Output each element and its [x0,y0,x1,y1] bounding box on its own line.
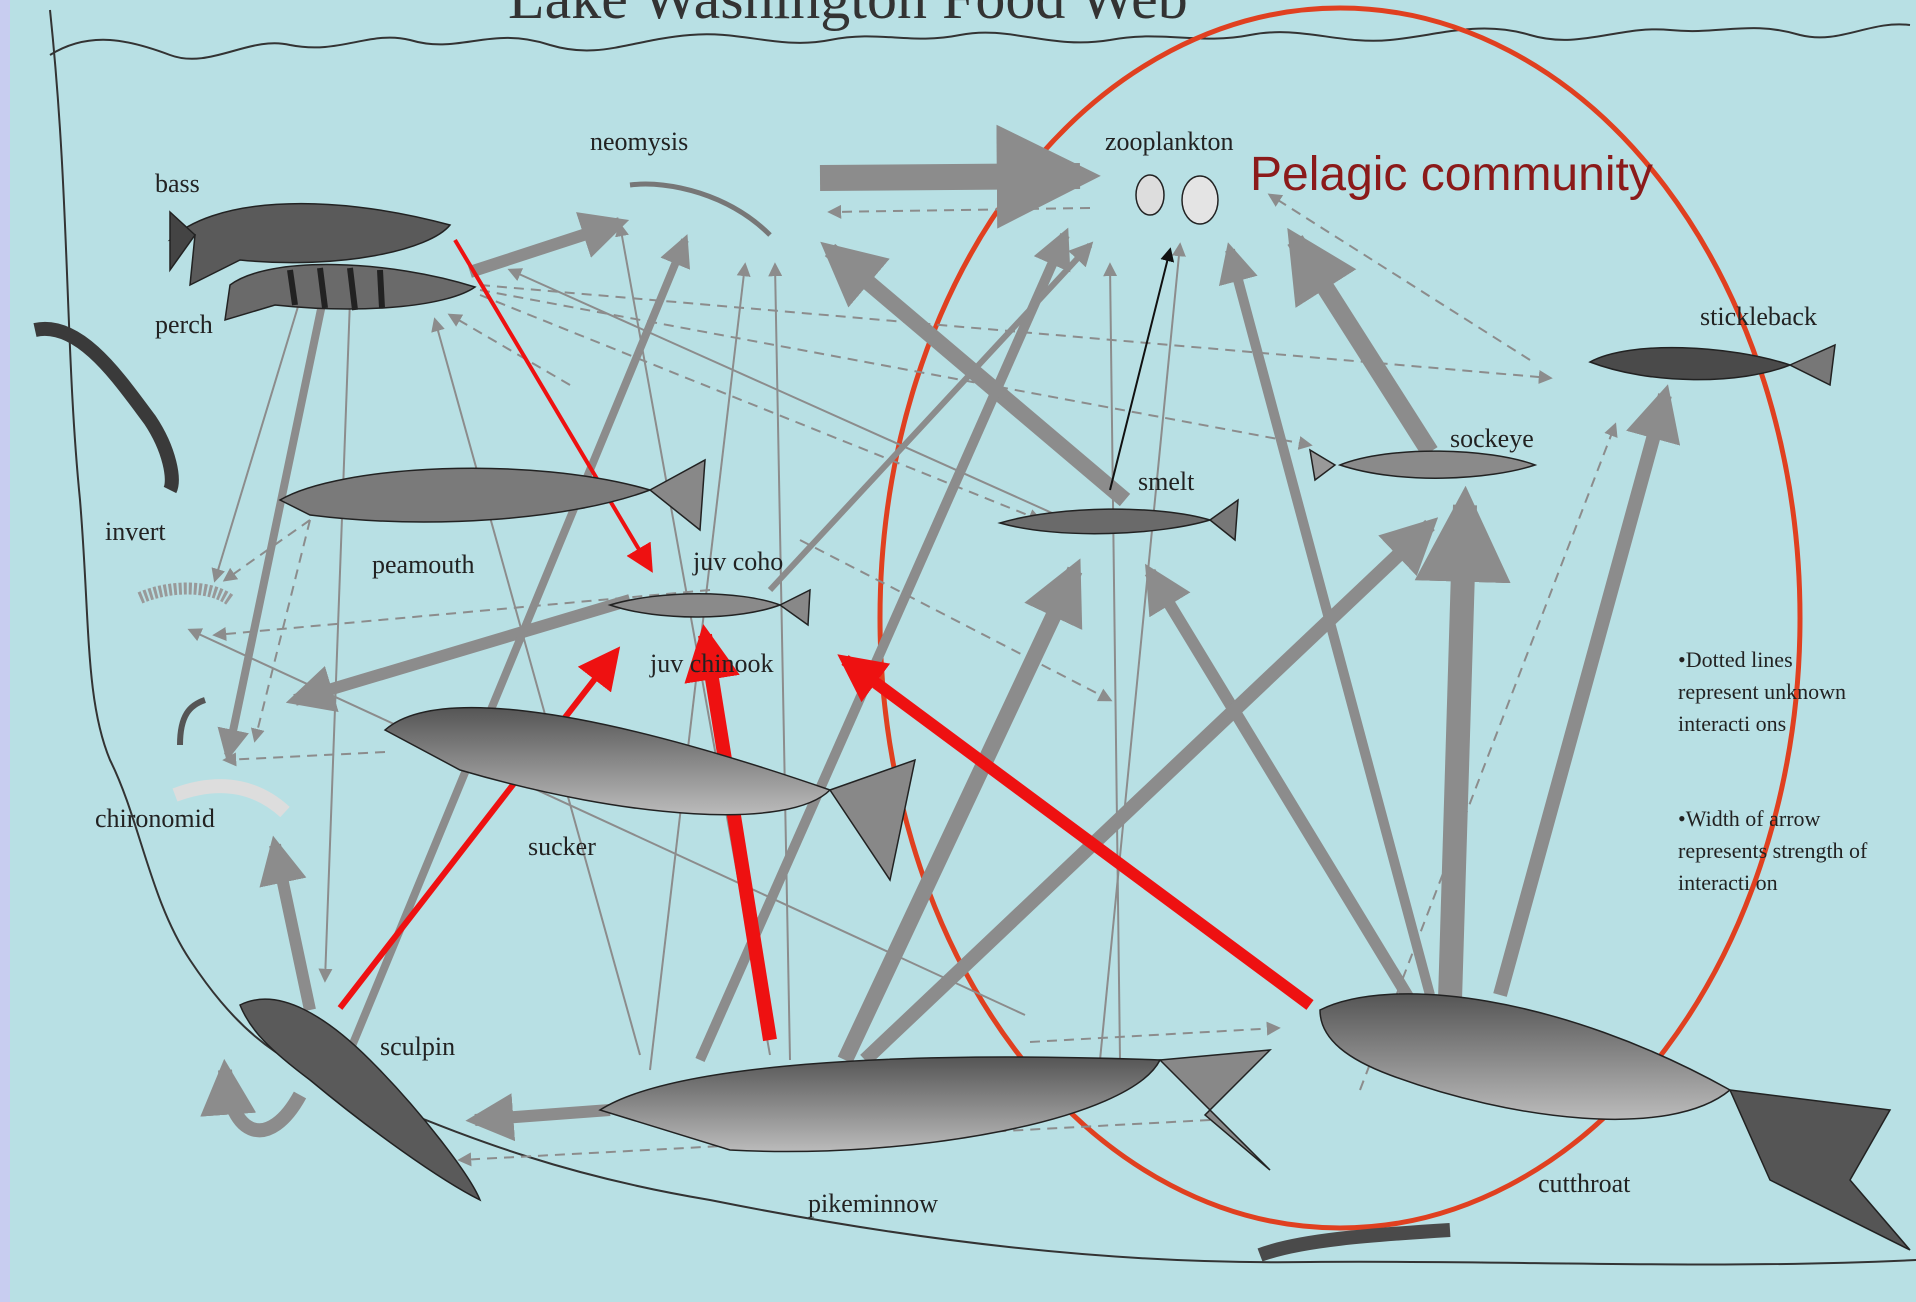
label-sucker: sucker [528,832,596,861]
cutthroat-fish [1320,994,1910,1250]
legend-dotted-line-2: represent unknown [1678,679,1846,704]
sockeye-fish [1310,450,1535,480]
strong-interactions [225,176,1665,1130]
legend-width-line-1: •Width of arrow [1678,806,1821,831]
legend-dotted-line-3: interacti ons [1678,711,1786,736]
pikeminnow-fish [600,1050,1270,1170]
label-perch: perch [155,310,213,339]
label-neomysis: neomysis [590,127,688,156]
sucker-fish [385,708,915,880]
food-web-diagram: Lake Washington Food Web [10,0,1916,1302]
legend-width-line-2: represents strength of [1678,838,1868,863]
label-peamouth: peamouth [372,550,475,579]
stickleback-fish [1590,345,1835,385]
label-juv-coho: juv coho [692,547,783,576]
label-bass: bass [155,169,200,198]
legend-width-line-3: interacti on [1678,870,1778,895]
label-smelt: smelt [1138,467,1195,496]
invert-larva [140,588,230,600]
pelagic-community-label: Pelagic community [1250,148,1653,201]
label-chironomid: chironomid [95,804,215,833]
label-sculpin: sculpin [380,1032,455,1061]
label-invert: invert [105,517,166,546]
smelt-zooplankton-arrow [1110,250,1170,490]
diagram-title: Lake Washington Food Web [508,0,1188,31]
legend-notes: •Dotted lines represent unknown interact… [1678,647,1868,895]
invert-shrimp [35,329,172,490]
chironomid-larva [175,700,285,812]
label-cutthroat: cutthroat [1538,1169,1631,1198]
label-zooplankton: zooplankton [1105,127,1234,156]
legend-dotted-line-1: •Dotted lines [1678,647,1793,672]
juv-coho-fish [610,590,810,625]
neomysis-shrimp [630,184,770,235]
label-pikeminnow: pikeminnow [808,1189,938,1218]
label-sockeye: sockeye [1450,424,1534,453]
crayfish [1260,1230,1450,1255]
label-stickleback: stickleback [1700,302,1817,331]
diagram-canvas: Lake Washington Food Web [10,0,1916,1302]
zooplankton-cluster [1136,175,1218,224]
label-juv-chinook: juv chinook [649,649,774,678]
